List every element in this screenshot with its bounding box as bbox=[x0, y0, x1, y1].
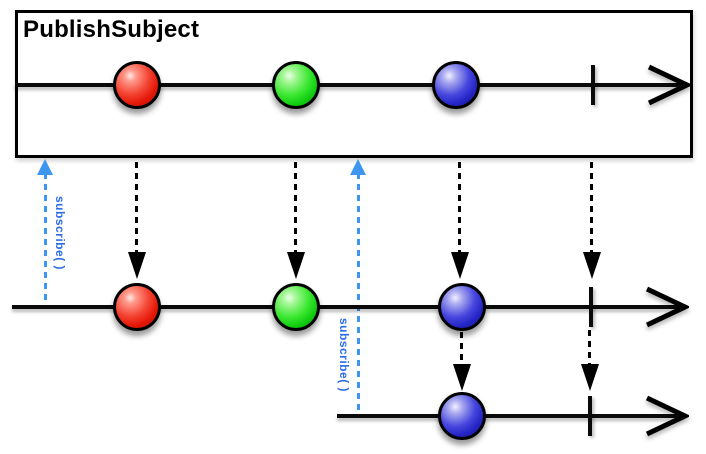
arrow-down-icon bbox=[451, 252, 469, 279]
complete-connector bbox=[588, 330, 591, 364]
arrow-down-icon bbox=[128, 252, 146, 279]
complete-tick bbox=[588, 396, 592, 436]
subscribe-label: subscribe( ) bbox=[337, 318, 351, 393]
complete-tick bbox=[589, 287, 593, 327]
marble-red bbox=[113, 283, 161, 331]
arrow-up-icon bbox=[350, 159, 366, 175]
marble-red bbox=[113, 61, 161, 109]
emission-connector bbox=[460, 332, 463, 364]
marble-green bbox=[272, 61, 320, 109]
marble-green bbox=[272, 283, 320, 331]
emission-connector bbox=[458, 162, 461, 252]
arrow-right-icon bbox=[647, 64, 691, 106]
subscribe-arrow bbox=[44, 173, 47, 305]
arrow-right-icon bbox=[645, 286, 689, 328]
subscriber2-timeline bbox=[337, 414, 680, 418]
marble-blue bbox=[438, 392, 486, 440]
arrow-down-icon bbox=[287, 252, 305, 279]
arrow-down-icon bbox=[453, 364, 471, 391]
subscribe-label: subscribe( ) bbox=[53, 196, 67, 271]
emission-connector bbox=[294, 162, 297, 252]
complete-connector bbox=[590, 162, 593, 252]
arrow-down-icon bbox=[581, 364, 599, 391]
arrow-up-icon bbox=[37, 159, 53, 175]
marble-blue bbox=[432, 61, 480, 109]
arrow-down-icon bbox=[583, 252, 601, 279]
page-title: PublishSubject bbox=[23, 16, 200, 43]
source-timeline bbox=[15, 83, 683, 87]
subscribe-arrow bbox=[357, 173, 360, 415]
subscriber1-timeline bbox=[12, 305, 680, 309]
complete-tick bbox=[591, 65, 595, 105]
arrow-right-icon bbox=[645, 395, 689, 437]
marble-blue bbox=[438, 283, 486, 331]
emission-connector bbox=[135, 162, 138, 252]
